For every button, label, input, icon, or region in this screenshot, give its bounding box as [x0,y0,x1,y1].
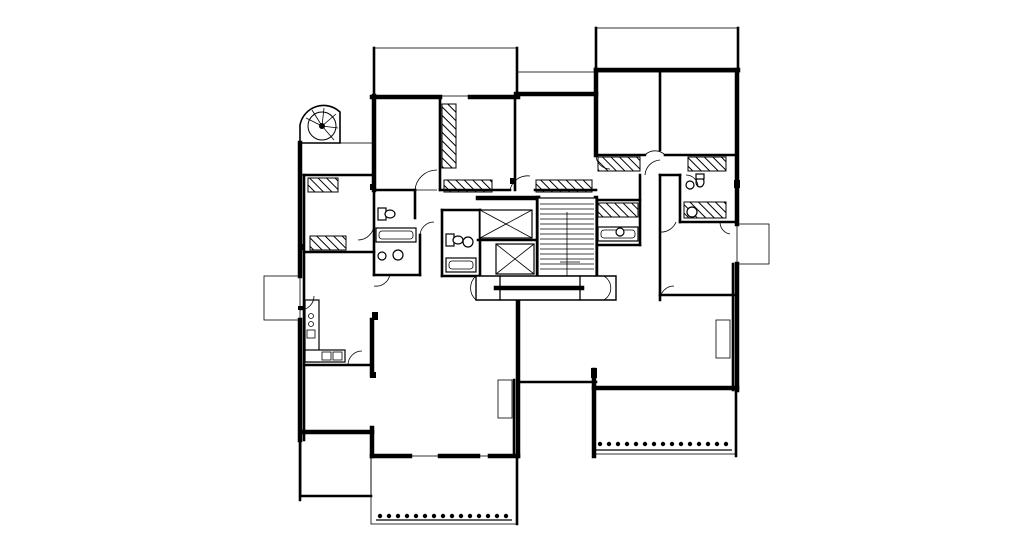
windows [298,150,740,378]
wardrobe [597,156,641,172]
north-balcony-left [373,47,518,97]
north-balcony-middle [516,71,597,95]
toilet-icon [445,233,464,247]
shrub-mark [660,441,666,447]
shrub-mark [624,441,630,447]
shrub-mark [449,513,455,519]
toilet-icon [377,207,396,221]
shrub-mark [404,513,410,519]
wardrobe [443,179,493,193]
west-terrace-top [300,142,375,176]
elevator-icon [479,209,533,239]
wardrobe [597,202,639,218]
kitchen-counter [304,299,346,363]
bathtub-icon [375,227,417,243]
south-vent-grille [497,379,513,419]
shrub-mark [386,513,392,519]
sink-icon [462,236,474,248]
west-entry-deck [263,275,301,321]
shrub-mark [597,441,603,447]
shrub-mark [696,441,702,447]
shrub-mark [642,441,648,447]
elevator-icon [495,243,535,275]
shrub-mark [714,441,720,447]
shrub-mark [615,441,621,447]
east-vent-grille [715,319,731,359]
wardrobe [307,177,339,193]
wardrobe [535,179,593,193]
shrub-mark [687,441,693,447]
shrub-mark [485,513,491,519]
shrub-mark [440,513,446,519]
planter-icon [376,513,512,521]
south-terrace-bottom [370,455,518,525]
wardrobe [687,156,727,172]
spiral-staircase-icon [299,104,341,144]
planter-icon [596,441,732,451]
shrub-mark [503,513,509,519]
shrub-mark [606,441,612,447]
shrub-mark [377,513,383,519]
shrub-mark [494,513,500,519]
toilet-icon [695,173,705,188]
shrub-mark [651,441,657,447]
shrub-mark [431,513,437,519]
shrub-mark [458,513,464,519]
wardrobe [441,103,457,169]
sink-icon [685,180,698,218]
shrub-mark [422,513,428,519]
shrub-mark [413,513,419,519]
stove-icon [306,313,316,339]
shrub-mark [395,513,401,519]
main-staircase-icon [537,197,597,277]
shrub-mark [467,513,473,519]
shrub-mark [705,441,711,447]
bathtub-icon [445,257,477,273]
south-terrace-left [300,431,372,497]
shrub-mark [723,441,729,447]
east-entry-deck [736,223,770,265]
shrub-mark [669,441,675,447]
north-balcony-right [595,27,739,73]
sink-icon [615,227,625,237]
shrub-mark [633,441,639,447]
bathroom-fixtures [375,173,705,273]
sink-icon [377,249,404,261]
entrance-landing [470,275,617,301]
sink-icon [321,351,343,361]
wardrobe [309,235,347,251]
shrub-mark [476,513,482,519]
shrub-mark [678,441,684,447]
